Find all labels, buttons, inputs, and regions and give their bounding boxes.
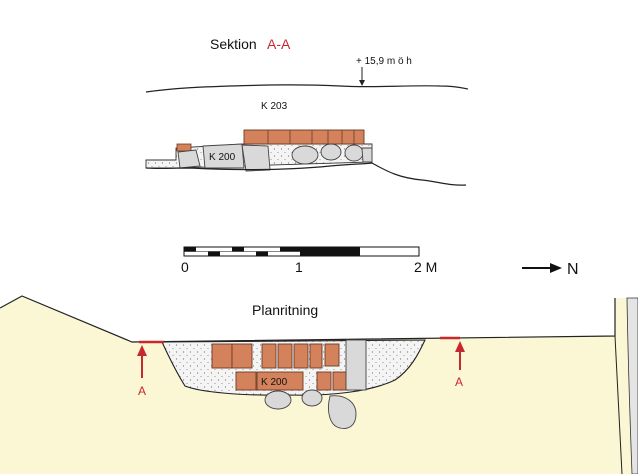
scale-bar: 0 1 2 M: [181, 246, 437, 275]
stones-plan: [264, 389, 357, 429]
scale-tick-0: 0: [181, 259, 189, 275]
section-marker-left: A: [137, 340, 164, 398]
feature-label-k200-section: K 200: [209, 152, 236, 163]
elevation-label: + 15,9 m ö h: [356, 56, 412, 67]
north-label: N: [567, 261, 579, 278]
section-marker-right: A: [440, 336, 465, 389]
section-title: Sektion: [210, 36, 257, 52]
cut-edge-line: [0, 295, 616, 343]
section-view: Sektion A-A + 15,9 m ö h K 203: [145, 36, 469, 186]
section-marker-left-label: A: [138, 384, 146, 398]
north-arrow: N: [522, 261, 579, 278]
elevation-arrow-head: [359, 80, 365, 86]
section-marker-right-label: A: [455, 375, 463, 389]
layer-label-k203: K 203: [261, 101, 288, 112]
ground-surface-line: [145, 84, 469, 93]
brick-fragment-left: [176, 143, 192, 152]
brick-course-section: [243, 129, 365, 145]
stone-slab-plan: [345, 339, 367, 391]
feature-label-k200-plan: K 200: [261, 377, 288, 388]
section-marker-title: A-A: [267, 36, 291, 52]
plan-view: Planritning K 200: [0, 295, 638, 474]
excavation-base-line: [145, 162, 467, 186]
plan-title: Planritning: [252, 302, 318, 318]
right-edge-line: [614, 335, 623, 474]
scale-tick-1: 1: [295, 259, 303, 275]
stones-section: [177, 143, 373, 172]
scale-tick-2: 2 M: [414, 259, 437, 275]
